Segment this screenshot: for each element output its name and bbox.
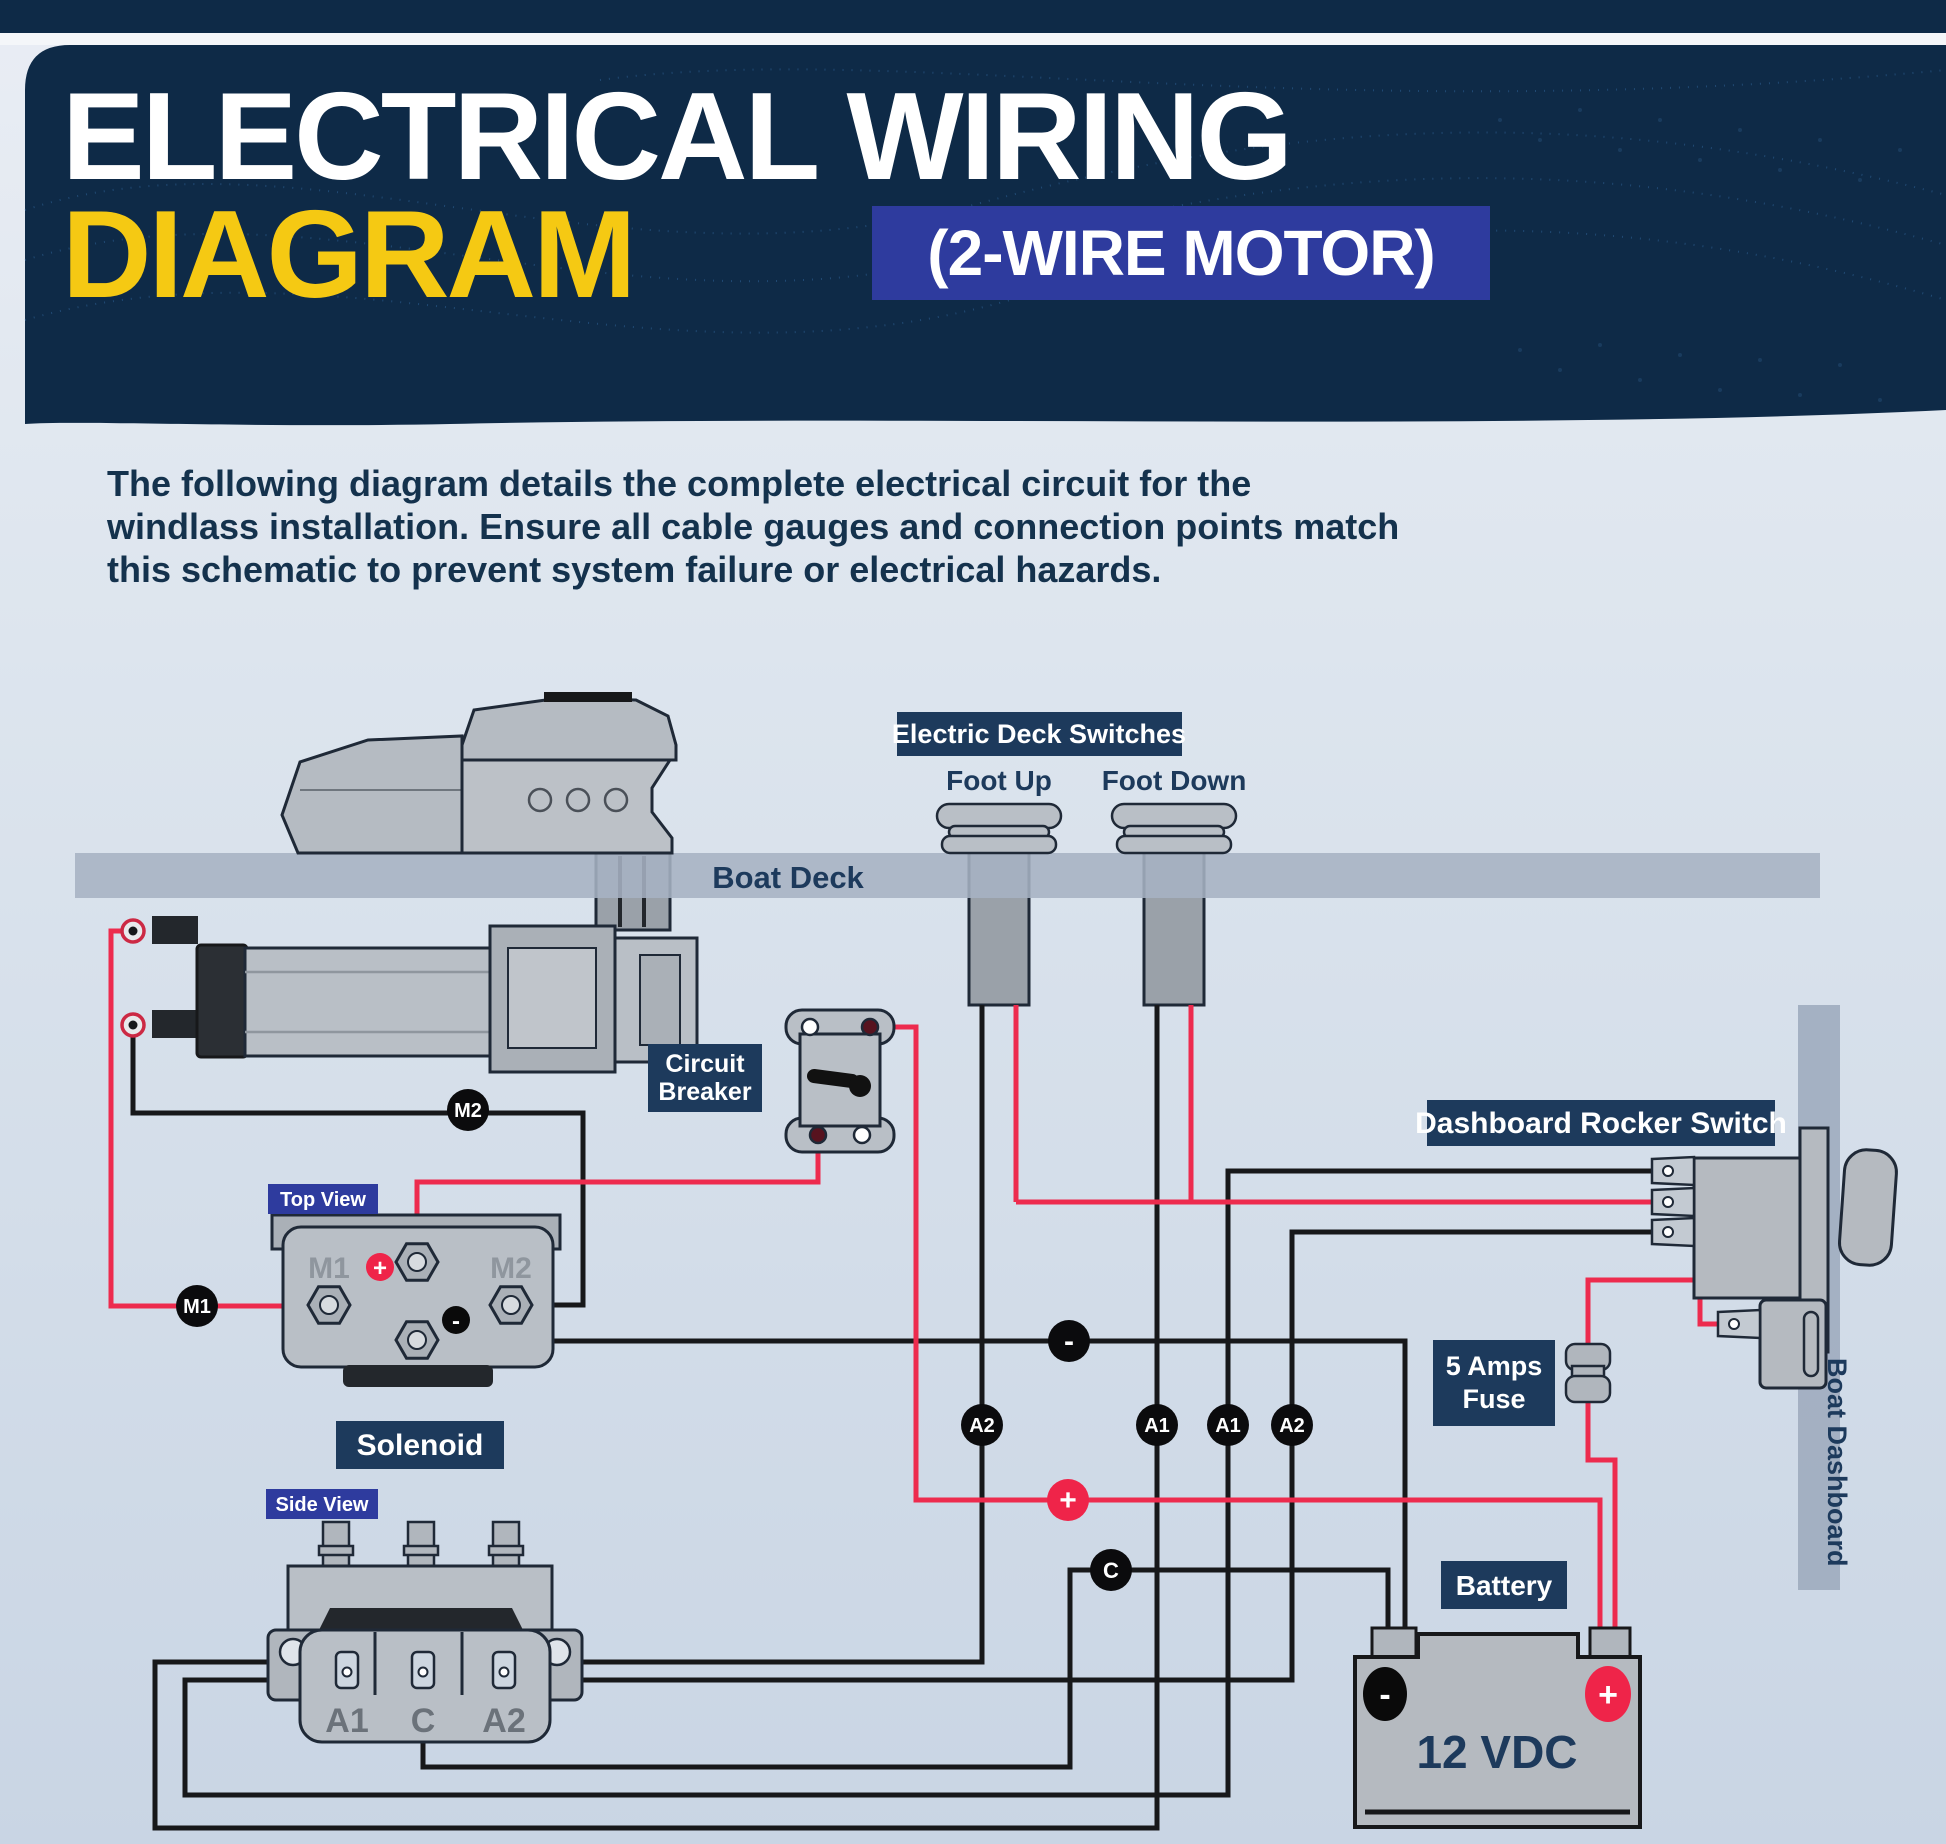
top-view-box: [268, 1184, 378, 1214]
fuse-component: [1564, 1342, 1612, 1404]
battery-voltage: 12 VDC: [1416, 1726, 1577, 1778]
wire-rocker-bottom-to-a2: [517, 1229, 1685, 1683]
wire-tag-a2-foot: A2: [961, 1404, 1003, 1446]
dashboard-rocker-switch-component[interactable]: [1650, 1126, 1898, 1390]
motor-terminal-rings: [120, 918, 146, 1038]
svg-text:-: -: [1064, 1325, 1074, 1358]
foot-down-label: Foot Down: [1102, 765, 1247, 796]
rocker-lamp-connector: [1758, 1298, 1828, 1390]
solenoid-plus-stud: [394, 1242, 440, 1282]
svg-text:+: +: [1059, 1484, 1077, 1517]
wire-tag-a2-rocker: A2: [1271, 1404, 1313, 1446]
plus-marker-glyph: +: [373, 1255, 387, 1282]
side-view-box: [266, 1489, 378, 1519]
solenoid-top-view: M1 M2 + -: [270, 1213, 562, 1387]
foot-switch-up[interactable]: [935, 802, 1063, 855]
solenoid-box: [336, 1421, 504, 1469]
fuse-box: [1433, 1340, 1555, 1426]
boat-deck-bar: [75, 853, 1820, 898]
battery-label: Battery: [1456, 1570, 1553, 1601]
electric-deck-switches-label: Electric Deck Switches: [892, 719, 1186, 749]
header-title-line1: ELECTRICAL WIRING: [62, 68, 1293, 206]
svg-text:A2: A2: [969, 1415, 995, 1437]
wire-solenoid-minus-to-battery: [438, 1338, 1408, 1632]
svg-text:A1: A1: [1215, 1415, 1241, 1437]
wire-tags: M2 M1 - + A2 A1: [176, 1089, 1313, 1591]
header-subtitle-badge: (2-WIRE MOTOR): [872, 206, 1490, 300]
wire-footdown-to-a1: [152, 1005, 1160, 1831]
solenoid-m1-stud: [306, 1285, 352, 1325]
solenoid-side-view: A1 C A2: [266, 1520, 584, 1744]
terminal-label-a2: A2: [482, 1702, 525, 1740]
wire-tag-c: C: [1090, 1549, 1132, 1591]
wire-c-to-battery: [420, 1567, 1391, 1770]
windlass-above-deck: [280, 692, 678, 855]
wire-tag-minus: -: [1048, 1320, 1090, 1362]
terminal-label-a1: A1: [325, 1702, 368, 1740]
wiring: [108, 928, 1730, 1831]
fuse-label-1: 5 Amps: [1446, 1351, 1543, 1381]
side-view-label: Side View: [275, 1494, 368, 1516]
boat-dashboard-label: Boat Dashboard: [1822, 1358, 1852, 1567]
wire-fuse-to-battery: [1585, 1400, 1618, 1632]
circuit-breaker-label-1: Circuit: [665, 1050, 745, 1078]
battery-minus-glyph: -: [1379, 1676, 1390, 1714]
minus-marker-glyph: -: [452, 1308, 460, 1335]
dashboard-rocker-switch-box: [1427, 1100, 1775, 1146]
top-view-label: Top View: [280, 1189, 366, 1211]
intro-paragraph: The following diagram details the comple…: [107, 462, 1399, 591]
circuit-breaker-box: [648, 1044, 762, 1112]
intro-line-2: windlass installation. Ensure all cable …: [107, 506, 1400, 547]
intro-line-1: The following diagram details the comple…: [107, 463, 1252, 504]
svg-text:M2: M2: [454, 1100, 482, 1122]
battery-component: - + 12 VDC: [1353, 1626, 1642, 1829]
rocker-paddle[interactable]: [1837, 1148, 1898, 1267]
fuse-label-2: Fuse: [1462, 1384, 1525, 1414]
wire-rocker-top-to-a1: [182, 1168, 1685, 1798]
battery-plus-glyph: +: [1598, 1676, 1618, 1714]
windlass-motor-below-deck: [152, 851, 699, 1074]
wire-to-fuse: [1585, 1277, 1700, 1348]
circuit-breaker-label-2: Breaker: [658, 1078, 751, 1106]
battery-minus-terminal: [1363, 1667, 1407, 1721]
plus-marker: [366, 1253, 394, 1281]
svg-text:A1: A1: [1144, 1415, 1170, 1437]
wire-footup-to-a2: [517, 1005, 985, 1665]
wire-m2: [130, 1036, 586, 1308]
wire-tag-m1: M1: [176, 1285, 218, 1327]
battery-box: [1441, 1561, 1567, 1609]
foot-up-label: Foot Up: [946, 765, 1052, 796]
wire-tag-a1-rocker: A1: [1207, 1404, 1249, 1446]
wire-tag-m2: M2: [447, 1089, 489, 1131]
foot-switch-down[interactable]: [1110, 802, 1238, 855]
terminal-label-m1: M1: [308, 1252, 350, 1285]
electric-deck-switches-box: [897, 712, 1182, 756]
wire-tag-a1-foot: A1: [1136, 1404, 1178, 1446]
dashboard-rocker-switch-label: Dashboard Rocker Switch: [1415, 1107, 1787, 1140]
minus-marker: [442, 1306, 470, 1334]
wire-plus-line: [870, 1024, 1603, 1632]
battery-plus-terminal: [1585, 1666, 1631, 1722]
boat-deck-label: Boat Deck: [712, 860, 864, 895]
wire-tag-plus: +: [1047, 1479, 1089, 1521]
svg-text:C: C: [1103, 1558, 1119, 1583]
svg-text:M1: M1: [183, 1296, 211, 1318]
solenoid-label: Solenoid: [357, 1429, 484, 1462]
intro-line-3: this schematic to prevent system failure…: [107, 549, 1162, 590]
header-title-line2: DIAGRAM: [62, 186, 636, 324]
svg-text:A2: A2: [1279, 1415, 1305, 1437]
solenoid-minus-stud: [394, 1320, 440, 1360]
terminal-label-m2: M2: [490, 1252, 532, 1285]
solenoid-m2-stud: [488, 1285, 534, 1325]
terminal-label-c: C: [411, 1702, 436, 1740]
circuit-breaker-component: [784, 1008, 896, 1154]
